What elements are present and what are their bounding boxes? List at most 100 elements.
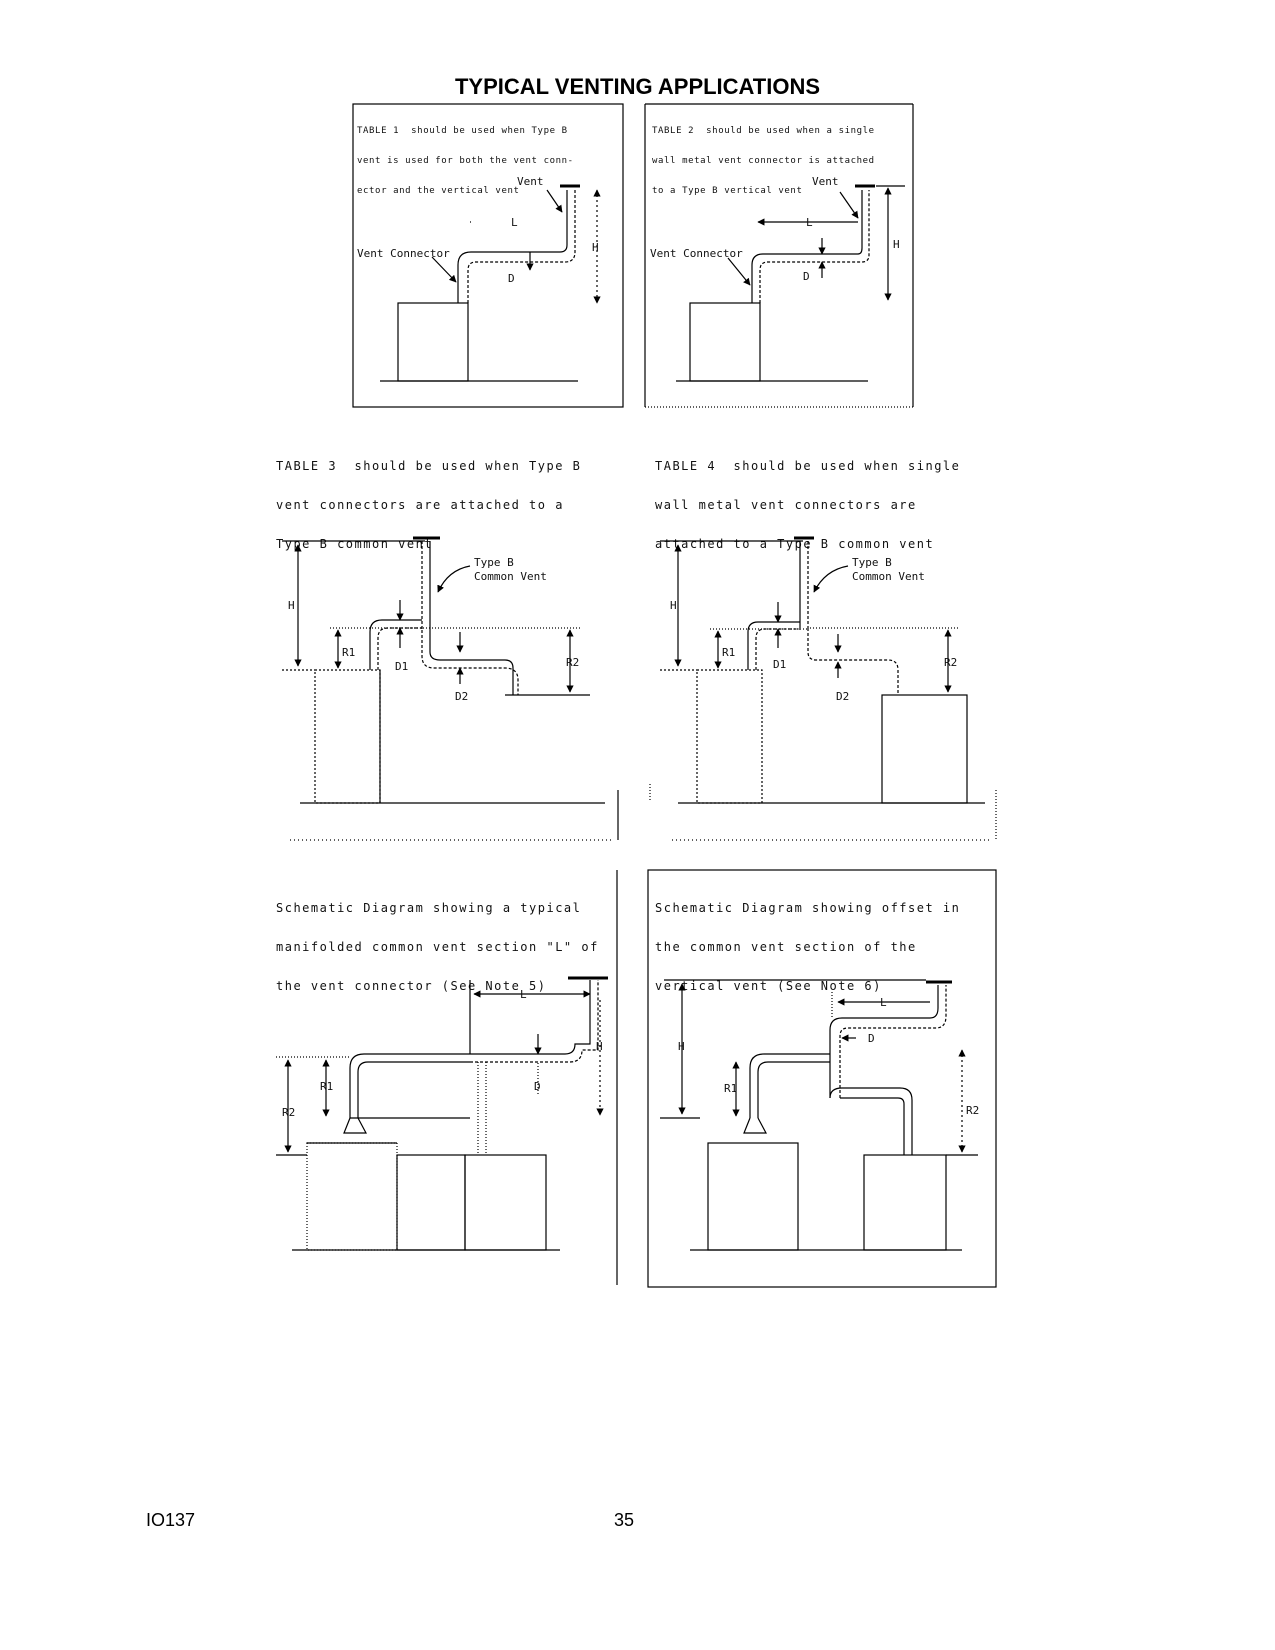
r1-label: R1 xyxy=(320,1080,333,1093)
d-label: D xyxy=(803,270,810,283)
caption-line: vent is used for both the vent conn- xyxy=(357,156,574,166)
h-label: H xyxy=(893,238,900,251)
caption-line: TABLE 3 should be used when Type B xyxy=(276,459,582,473)
draft-hood xyxy=(343,1117,367,1134)
vent-connector-label: Vent Connector xyxy=(357,247,450,260)
d2-label: D2 xyxy=(455,690,468,703)
r2-label: R2 xyxy=(282,1106,295,1119)
connector-1-inner xyxy=(757,1061,830,1118)
schematic2-frame xyxy=(647,869,997,1288)
manifold-pipe xyxy=(349,1053,470,1118)
vent-connector-pipe-inner xyxy=(759,190,870,303)
h-label: H xyxy=(288,599,295,612)
h-label: H xyxy=(678,1040,685,1053)
d2-label: D2 xyxy=(836,690,849,703)
caption-line: vertical vent (See Note 6) xyxy=(655,979,882,993)
connector-1 xyxy=(749,1053,830,1118)
l-label: L xyxy=(520,988,527,1001)
caption-line: ector and the vertical vent xyxy=(357,186,520,196)
appliance-1 xyxy=(696,669,763,804)
vent-connector-pipe xyxy=(457,190,568,303)
schematic1-diagram xyxy=(276,870,618,1285)
connector-1 xyxy=(747,621,800,670)
table4-diagram xyxy=(649,536,997,841)
caption-line: vent connectors are attached to a xyxy=(276,498,564,512)
vent-leader xyxy=(546,189,563,213)
appliance-3 xyxy=(464,1154,547,1251)
common-vent-inner xyxy=(839,985,947,1098)
table1-frame xyxy=(352,103,624,408)
vent-pipe-inner xyxy=(470,980,599,1063)
common-vent-label: Common Vent xyxy=(474,570,547,583)
h-label: H xyxy=(670,599,677,612)
common-vent-label: Common Vent xyxy=(852,570,925,583)
caption-line: TABLE 4 should be used when single xyxy=(655,459,961,473)
table2-diagram xyxy=(644,103,914,408)
caption-line: Schematic Diagram showing offset in xyxy=(655,901,961,915)
table1-caption: TABLE 1 should be used when Type B vent … xyxy=(357,106,574,206)
r2-label: R2 xyxy=(944,656,957,669)
r1-label: R1 xyxy=(724,1082,737,1095)
page-title: TYPICAL VENTING APPLICATIONS xyxy=(454,74,821,99)
schematic2-caption: Schematic Diagram showing offset in the … xyxy=(655,876,960,1006)
connector-2 xyxy=(429,630,514,695)
vent-connector-pipe xyxy=(751,190,863,303)
caption-line: to a Type B vertical vent xyxy=(652,186,803,196)
appliance xyxy=(689,302,761,382)
connector-2-inner xyxy=(421,630,519,695)
vent-pipe xyxy=(470,980,591,1055)
caption-line: the common vent section of the xyxy=(655,940,917,954)
schematic1-caption: Schematic Diagram showing a typical mani… xyxy=(276,876,599,1006)
common-vent-leader xyxy=(813,565,849,593)
caption-line: Schematic Diagram showing a typical xyxy=(276,901,582,915)
r2-label: R2 xyxy=(966,1104,979,1117)
table2-caption: TABLE 2 should be used when a single wal… xyxy=(652,106,875,206)
r1-label: R1 xyxy=(722,646,735,659)
connector-1 xyxy=(369,619,422,670)
appliance-2 xyxy=(881,694,968,804)
manifold-pipe-inner xyxy=(357,1061,470,1118)
appliance-2 xyxy=(863,1154,947,1251)
connector-2-lower xyxy=(840,1097,905,1155)
h-label: H xyxy=(596,1040,603,1053)
vent-connector-label: Vent Connector xyxy=(650,247,743,260)
caption-line: wall metal vent connectors are xyxy=(655,498,917,512)
connector-leader xyxy=(431,256,457,283)
vent-label: Vent xyxy=(812,175,839,188)
l-label: L xyxy=(511,216,518,229)
r2-label: R2 xyxy=(566,656,579,669)
caption-line: TABLE 1 should be used when Type B xyxy=(357,126,568,136)
caption-line: the vent connector (See Note 5) xyxy=(276,979,547,993)
caption-line: TABLE 2 should be used when a single xyxy=(652,126,875,136)
d-label: D xyxy=(508,272,515,285)
common-vent-label: Type B xyxy=(852,556,892,569)
common-vent-label: Type B xyxy=(474,556,514,569)
d-label: D xyxy=(534,1080,541,1093)
connector-2 xyxy=(829,1087,913,1155)
d1-label: D1 xyxy=(773,658,786,671)
appliance-2 xyxy=(396,1154,466,1251)
h-label: H xyxy=(592,241,599,254)
r1-label: R1 xyxy=(342,646,355,659)
connector-1-inner xyxy=(377,627,422,670)
draft-hood xyxy=(743,1117,767,1134)
l-label: L xyxy=(880,996,887,1009)
appliance-1 xyxy=(306,1142,398,1251)
connector-2 xyxy=(807,628,899,695)
appliance xyxy=(397,302,469,382)
common-vent-leader xyxy=(437,565,471,593)
page-number: 35 xyxy=(614,1510,635,1530)
table3-diagram xyxy=(282,536,619,841)
appliance-1 xyxy=(707,1142,799,1251)
caption-line: wall metal vent connector is attached xyxy=(652,156,875,166)
vent-leader xyxy=(839,191,859,219)
vent-label: Vent xyxy=(517,175,544,188)
l-label: L xyxy=(806,216,813,229)
table1-diagram xyxy=(352,103,624,408)
common-vent xyxy=(829,985,939,1098)
d-label: D xyxy=(868,1032,875,1045)
caption-line: manifolded common vent section "L" of xyxy=(276,940,599,954)
doc-code: IO137 xyxy=(146,1510,196,1530)
vent-connector-pipe-inner xyxy=(467,190,576,303)
